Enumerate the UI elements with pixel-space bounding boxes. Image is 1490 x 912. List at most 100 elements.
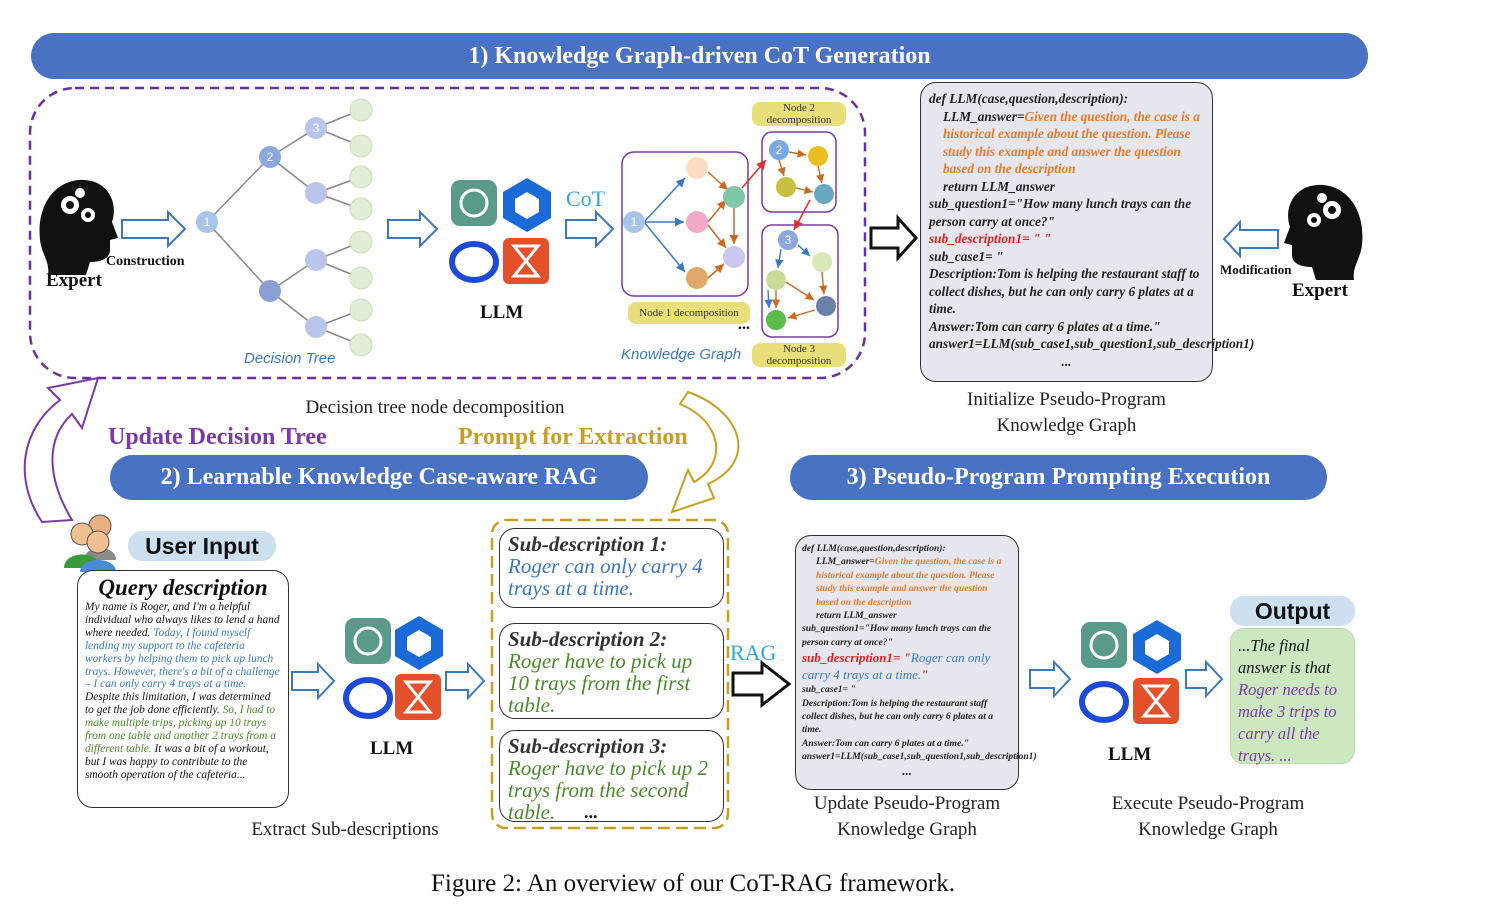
code-top-description: Description:Tom is helping the restauran… (929, 266, 1200, 316)
construction-label: Construction (106, 254, 185, 269)
code-bottom-subdescription: sub_description1= "Roger can only carry … (802, 649, 1012, 683)
decomposition-caption: Decision tree node decomposition (305, 397, 565, 418)
code-bottom-answer-key: LLM_answer= (816, 556, 875, 568)
code-bottom-instruction: Given the question, the case is a histor… (816, 556, 1002, 608)
sub2-text: Roger have to pick up 10 trays from the … (508, 649, 693, 717)
query-description-box: Query description My name is Roger, and … (77, 570, 289, 808)
svg-text:1: 1 (631, 215, 638, 229)
update-caption-line1: Update Pseudo-Program (813, 793, 1001, 814)
svg-text:2: 2 (267, 150, 274, 164)
pseudo-program-code-top: def LLM(case,question,description): LLM_… (920, 82, 1255, 382)
init-caption-line2: Knowledge Graph (996, 415, 1137, 436)
kg-main-box (621, 151, 749, 297)
code-bottom-answer-example: Answer:Tom can carry 6 plates at a time.… (802, 737, 969, 749)
code-top-answer-example: Answer:Tom can carry 6 plates at a time.… (929, 318, 1161, 334)
rag-label: RAG (730, 640, 777, 665)
arrow-to-code-top (869, 214, 919, 262)
code-bottom-subdesc-key: sub_description1= " (802, 650, 911, 666)
init-caption-line1: Initialize Pseudo-Program (967, 389, 1166, 410)
query-text-blue: Today, I found myself lending my support… (85, 626, 280, 691)
arrow-llm-to-output (1185, 659, 1224, 699)
decision-tree-label: Decision Tree (244, 350, 336, 367)
query-body: My name is Roger, and I'm a helpful indi… (85, 601, 281, 782)
code-bottom-call: answer1=LLM(sub_case1,sub_question1,sub_… (802, 751, 1037, 763)
sub-ellipsis: ... (584, 802, 598, 822)
code-bottom-answer: LLM_answer=Given the question, the case … (802, 555, 1012, 609)
knowledge-graph-label: Knowledge Graph (621, 346, 742, 363)
svg-text:2: 2 (776, 143, 783, 157)
llm-label-bottom-left: LLM (370, 738, 414, 759)
code-bottom-return: return LLM_answer (816, 610, 897, 622)
code-top-answer-key: LLM_answer= (943, 108, 1025, 124)
users-icon (64, 514, 116, 572)
query-text-green: So, I had to make multiple trips, pickin… (85, 704, 276, 755)
output-box: ...The final answer is that Roger needs … (1230, 628, 1355, 765)
update-caption-line2: Knowledge Graph (837, 819, 977, 840)
expert-head-right-icon (1284, 184, 1363, 280)
subdesc-region (490, 518, 730, 830)
query-title: Query description (98, 575, 268, 600)
arrow-rag (731, 659, 792, 709)
sub3-text: Roger have to pick up 2 trays from the s… (508, 756, 709, 824)
banner-rag: 2) Learnable Knowledge Case-aware RAG (110, 455, 648, 500)
arrow-llm-to-subs (445, 661, 486, 701)
code-top-answer: LLM_answer=Given the question, the case … (929, 108, 1204, 178)
llm-label-top: LLM (480, 302, 524, 323)
pseudo-program-code-bottom: def LLM(case,question,description): LLM_… (795, 535, 1037, 790)
sub-description-1: Sub-description 1: Roger can only carry … (499, 528, 724, 608)
code-top-subquestion: sub_question1="How many lunch trays can … (929, 196, 1192, 229)
expert-left-label: Expert (46, 270, 102, 291)
code-bottom-subdesc-close: " (921, 667, 929, 683)
code-top-def: def LLM(case,question,description): (929, 91, 1129, 106)
arrow-expert-right (1222, 219, 1279, 259)
llm-logos-bottom-right-icon (1079, 620, 1181, 724)
arrow-expert-to-tree (121, 209, 187, 249)
cot-label: CoT (566, 186, 606, 211)
arrow-tree-to-llm (387, 209, 439, 249)
llm-logos-top-icon (449, 178, 551, 284)
svg-text:3: 3 (785, 233, 792, 247)
arrow-query-to-llm (291, 661, 336, 701)
output-label: Output (1230, 596, 1355, 626)
update-decision-tree-label: Update Decision Tree (108, 424, 327, 450)
code-bottom-ellipsis: ... (902, 762, 912, 778)
llm-logos-bottom-left-icon (343, 616, 443, 720)
update-tree-arrow (23, 376, 100, 524)
sub-description-3: Sub-description 3: Roger have to pick up… (499, 730, 724, 824)
sub1-title: Sub-description 1: (508, 532, 668, 556)
code-bottom-subquestion: sub_question1="How many lunch trays can … (802, 623, 992, 648)
sub1-text: Roger can only carry 4 trays at a time. (508, 554, 703, 600)
sub3-title: Sub-description 3: (508, 734, 668, 758)
query-text-1: My name is Roger, and I'm a helpful indi… (85, 601, 280, 639)
decision-tree-nodes (196, 98, 373, 357)
query-text-2: Despite this limitation, I was determine… (85, 691, 271, 717)
llm-label-bottom-right: LLM (1108, 744, 1152, 765)
banner-pseudo-program: 3) Pseudo-Program Prompting Execution (790, 455, 1327, 500)
prompt-extraction-arrow (670, 390, 740, 514)
svg-text:3: 3 (313, 121, 320, 135)
code-bottom-subcase: sub_case1= " (802, 684, 856, 696)
node1-decomposition-pill: Node 1 decomposition (628, 302, 750, 324)
prompt-extraction-label: Prompt for Extraction (458, 424, 688, 450)
code-top-subdescription: sub_description1= " " (929, 231, 1052, 246)
expert-right-label: Expert (1292, 280, 1348, 301)
figure-caption: Figure 2: An overview of our CoT-RAG fra… (431, 870, 955, 897)
code-bottom-subdesc-value: Roger can only carry 4 trays at a time. (802, 650, 991, 683)
code-bottom-description: Description:Tom is helping the restauran… (802, 697, 994, 736)
node3-decomposition-pill: Node 3 decomposition (752, 343, 846, 367)
arrow-llm-to-kg (565, 209, 615, 249)
query-text-3: It was a bit of a workout, but I was hap… (85, 742, 269, 781)
cot-region (28, 86, 867, 380)
code-top-subcase: sub_case1= " (929, 248, 1004, 264)
sub2-title: Sub-description 2: (508, 627, 668, 651)
sub-description-2: Sub-description 2: Roger have to pick up… (499, 623, 724, 719)
extract-caption: Extract Sub-descriptions (251, 819, 439, 840)
output-text: ...The final answer is that (1238, 636, 1331, 677)
svg-text:1: 1 (204, 215, 211, 229)
banner-cot-generation: 1) Knowledge Graph-driven CoT Generation (31, 33, 1368, 79)
code-top-call: answer1=LLM(sub_case1,sub_question1,sub_… (929, 336, 1255, 351)
output-answer: Roger needs to make 3 trips to carry all… (1238, 680, 1337, 765)
code-top-ellipsis: ... (1061, 353, 1072, 369)
code-bottom-def: def LLM(case,question,description): (802, 543, 946, 554)
node2-decomposition-pill: Node 2 decomposition (752, 102, 846, 126)
